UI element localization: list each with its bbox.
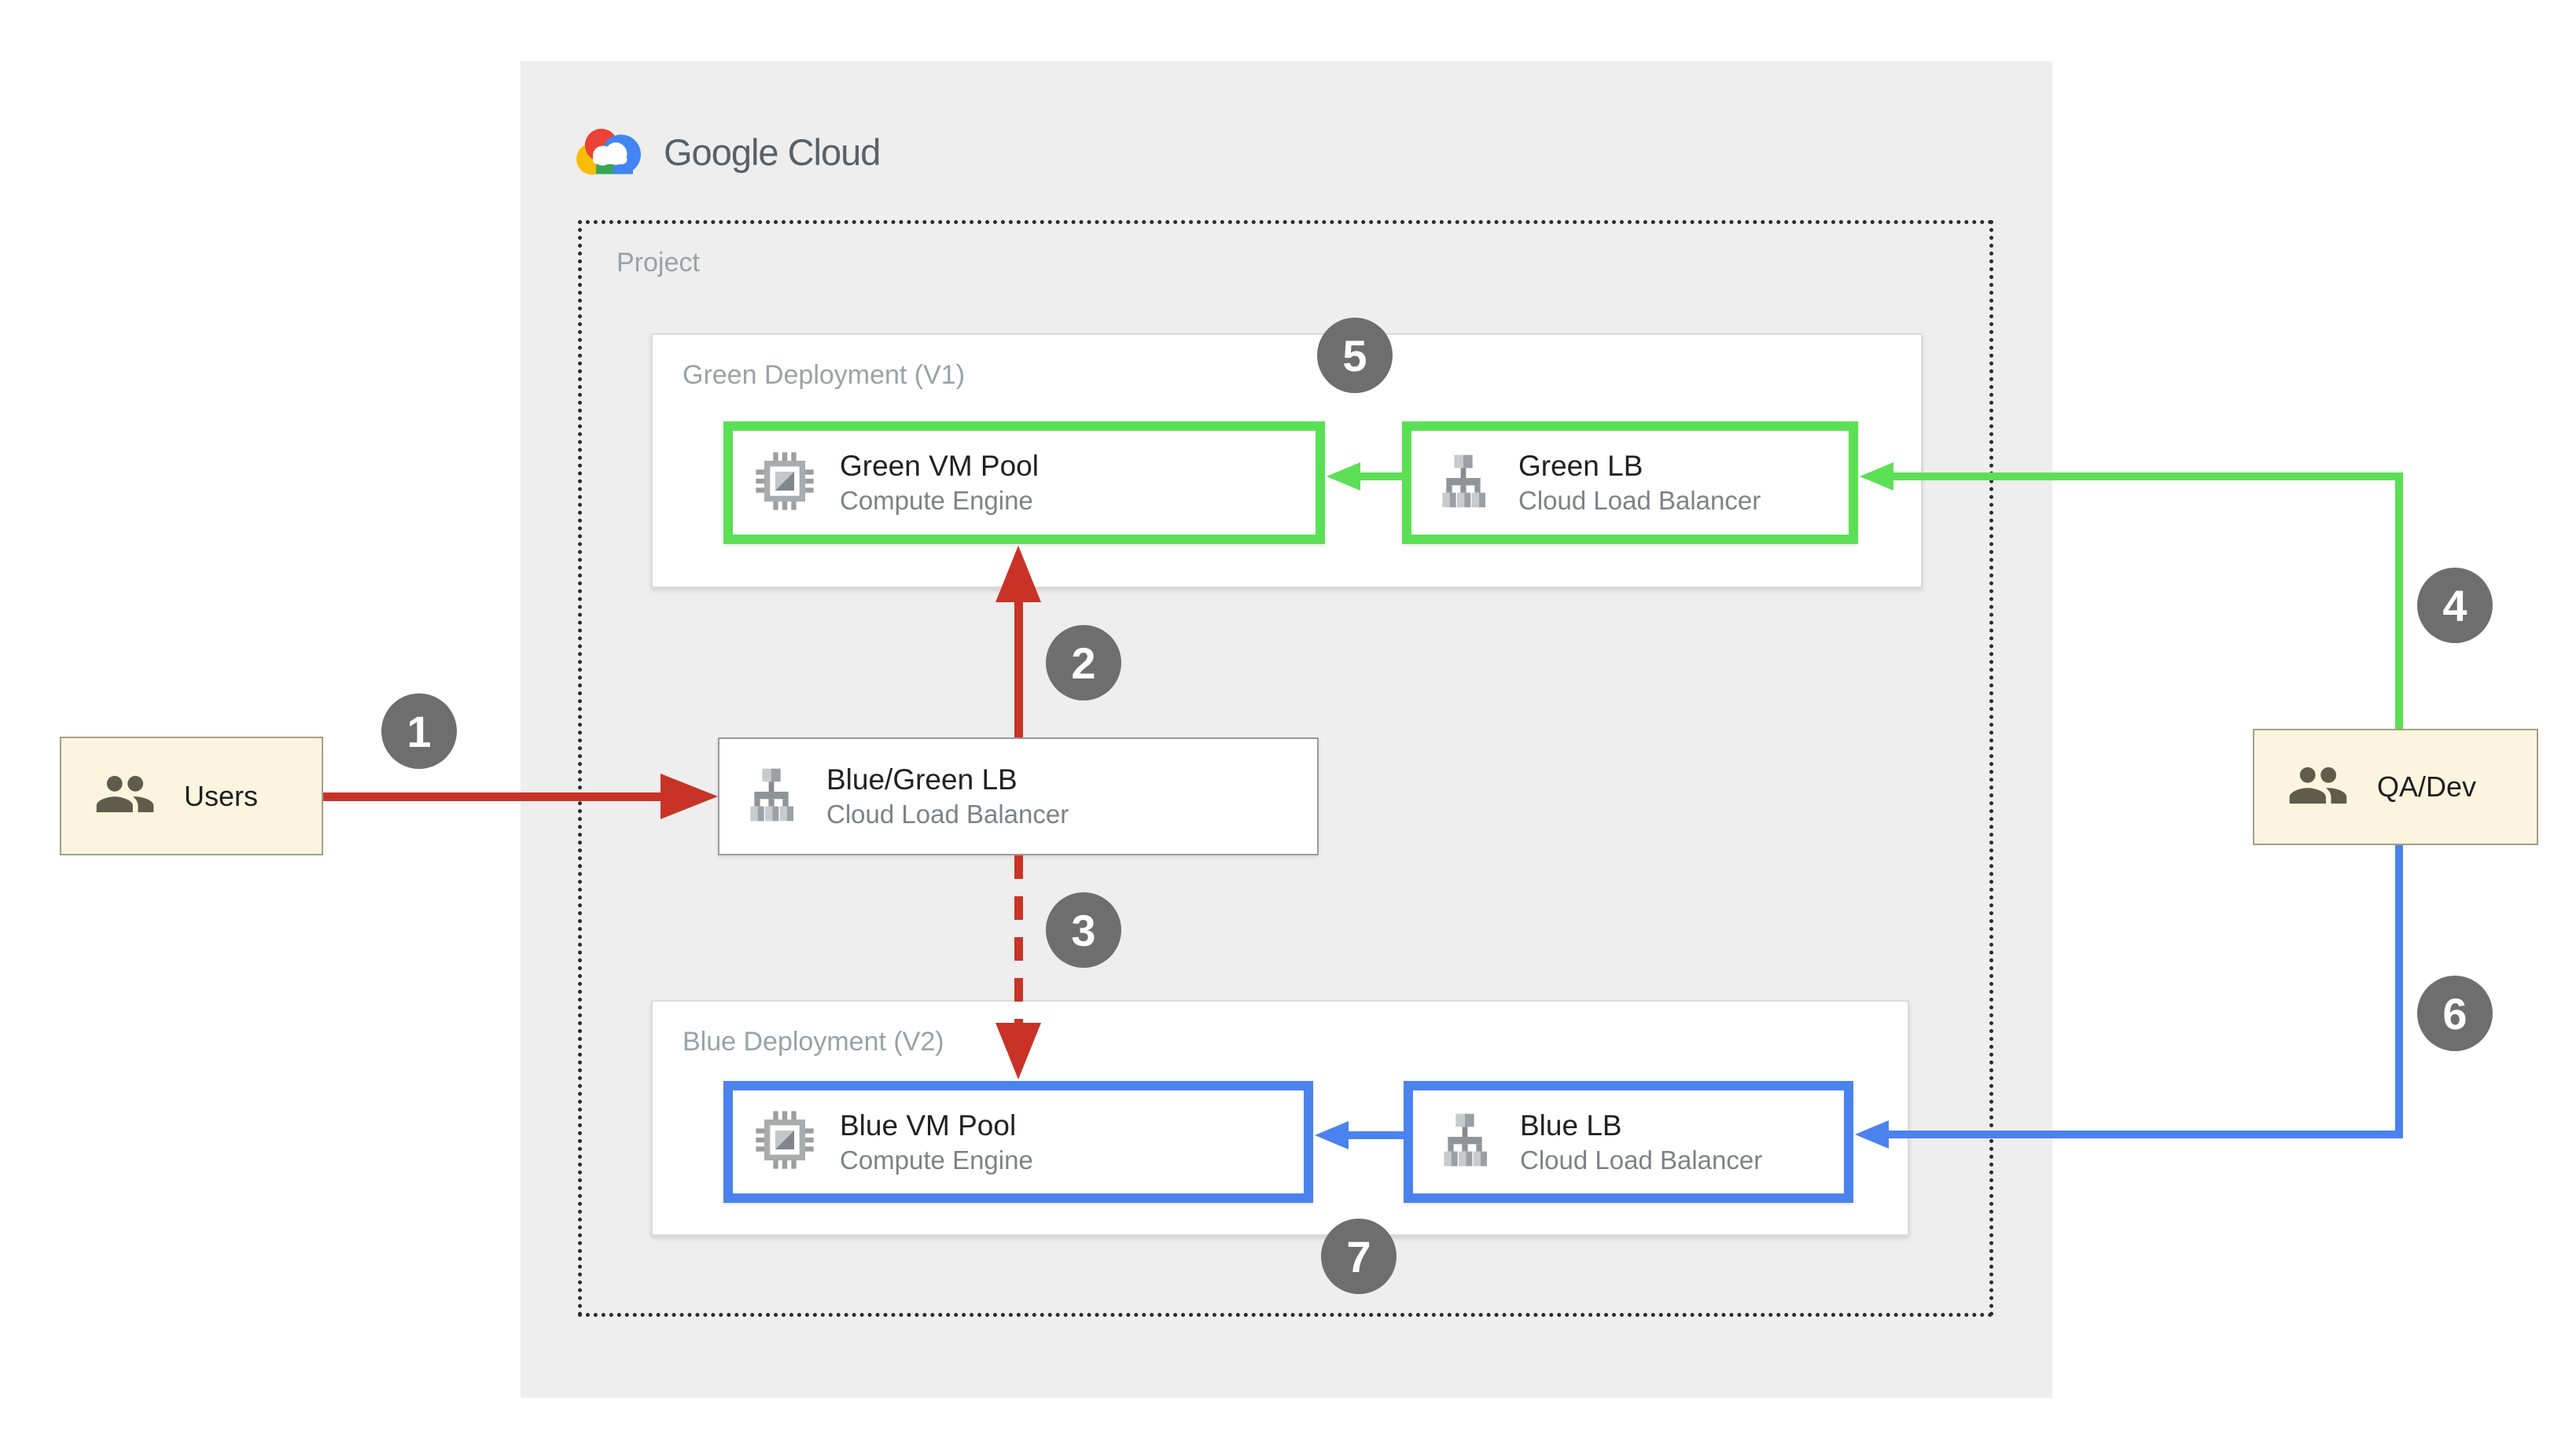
actor-label: QA/Dev (2377, 770, 2477, 803)
actor-label: Users (184, 779, 259, 812)
load-balancer-icon (740, 763, 803, 830)
load-balancer-icon (1433, 1109, 1496, 1175)
node-title: Blue VM Pool (840, 1109, 1017, 1142)
load-balancer-icon (1432, 450, 1495, 517)
step-number: 6 (2442, 988, 2467, 1039)
compute-engine-icon (753, 1109, 816, 1175)
node-title: Green LB (1518, 450, 1643, 482)
logo-text: Google Cloud (664, 131, 881, 173)
step-number: 5 (1342, 330, 1367, 381)
green-lb-to-vm-arrowhead (1327, 462, 1360, 491)
node-subtitle: Compute Engine (840, 1145, 1033, 1175)
green-lb-node: Green LB Cloud Load Balancer (1402, 421, 1858, 544)
green-vm-pool-node: Green VM Pool Compute Engine (723, 421, 1325, 544)
google-cloud-logo: Google Cloud (572, 123, 881, 181)
compute-engine-icon (753, 450, 816, 517)
lb-to-green-vm-arrow-shaft (1014, 602, 1023, 737)
qa-dev-actor-box: QA/Dev (2253, 729, 2538, 845)
node-subtitle: Cloud Load Balancer (1520, 1145, 1763, 1175)
node-subtitle: Cloud Load Balancer (826, 800, 1069, 829)
green-deployment-label: Green Deployment (V1) (683, 360, 966, 390)
users-to-lb-arrowhead (661, 774, 718, 819)
google-cloud-icon (576, 128, 641, 175)
blue-deployment-label: Blue Deployment (V2) (683, 1027, 944, 1057)
step-number: 3 (1071, 905, 1096, 955)
people-icon (2286, 759, 2350, 815)
step-number: 7 (1346, 1231, 1371, 1281)
qadev-to-green-lb-horizontal (1893, 472, 2403, 480)
lb-to-blue-vm-dashed-shaft (1014, 855, 1023, 1023)
step-badge-3: 3 (1046, 892, 1121, 968)
green-lb-to-vm-arrow-shaft (1360, 472, 1402, 480)
qadev-to-green-lb-vertical (2395, 472, 2403, 729)
lb-to-blue-vm-arrowhead (995, 1023, 1041, 1079)
step-badge-1: 1 (381, 693, 457, 769)
users-actor-box: Users (60, 737, 323, 855)
project-label: Project (616, 248, 700, 278)
node-subtitle: Cloud Load Balancer (1518, 486, 1761, 515)
step-number: 1 (407, 706, 432, 756)
step-badge-4: 4 (2417, 568, 2493, 643)
step-badge-5: 5 (1317, 318, 1393, 393)
node-subtitle: Compute Engine (840, 486, 1033, 515)
step-badge-2: 2 (1046, 625, 1121, 700)
step-badge-7: 7 (1321, 1219, 1397, 1294)
blue-lb-to-vm-arrow-shaft (1349, 1131, 1404, 1139)
step-number: 2 (1071, 638, 1096, 688)
project-boundary: Project (578, 220, 1993, 1317)
qadev-to-blue-lb-vertical (2395, 845, 2403, 1138)
node-title: Blue LB (1520, 1109, 1622, 1142)
node-title: Green VM Pool (840, 450, 1039, 482)
lb-to-green-vm-arrowhead (995, 546, 1041, 602)
blue-vm-pool-node: Blue VM Pool Compute Engine (723, 1081, 1313, 1203)
qadev-to-green-lb-arrowhead (1860, 462, 1893, 491)
blue-lb-node: Blue LB Cloud Load Balancer (1404, 1081, 1853, 1203)
people-icon (93, 768, 157, 824)
blue-lb-to-vm-arrowhead (1315, 1121, 1349, 1149)
blue-green-lb-node: Blue/Green LB Cloud Load Balancer (718, 737, 1319, 855)
step-badge-6: 6 (2417, 976, 2493, 1051)
users-to-lb-arrow-shaft (323, 792, 661, 801)
step-number: 4 (2442, 580, 2467, 631)
qadev-to-blue-lb-arrowhead (1855, 1120, 1889, 1149)
qadev-to-blue-lb-horizontal (1889, 1131, 2403, 1138)
node-title: Blue/Green LB (826, 763, 1018, 796)
